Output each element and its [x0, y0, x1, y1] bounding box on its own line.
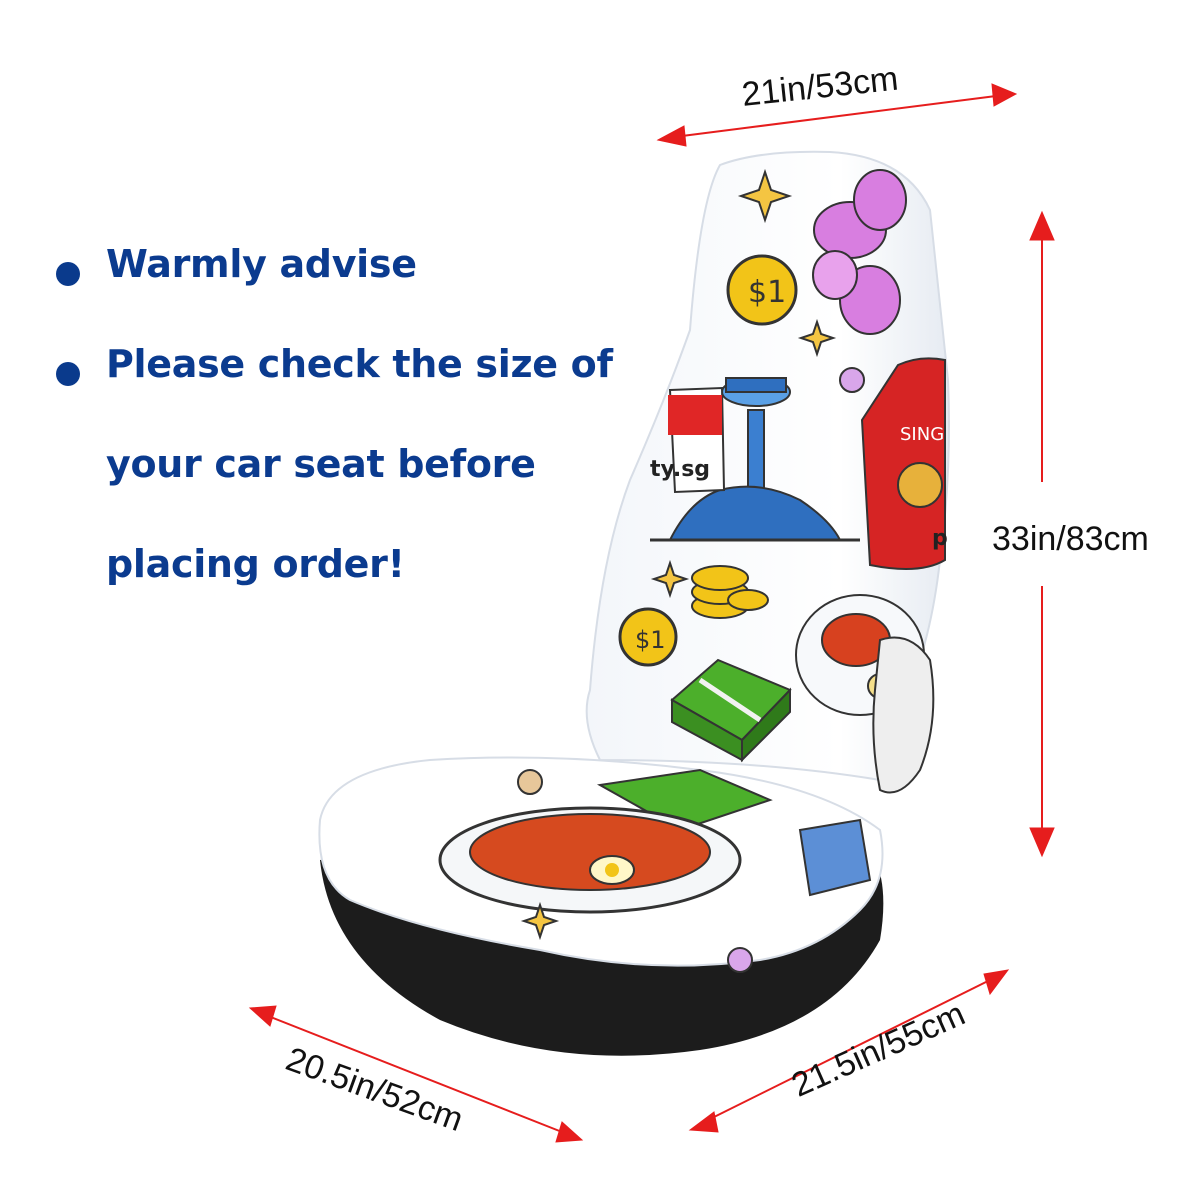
- advice-row: Warmly advise: [52, 238, 612, 338]
- red-tag-icon: ty.sg: [650, 386, 726, 494]
- dimension-arrow-right: [1029, 210, 1055, 858]
- advice-line: your car seat before: [106, 442, 536, 486]
- orchid-flower-icon: [812, 169, 907, 335]
- tag-text: ty.sg: [650, 457, 710, 482]
- sparkle-icon: [520, 901, 560, 941]
- svg-text:SING: SING: [900, 424, 944, 445]
- dimension-arrow-left: [248, 1005, 584, 1143]
- advice-line: Please check the size of: [106, 342, 613, 386]
- advice-line: placing order!: [106, 542, 405, 586]
- sparkle-icon: [737, 168, 793, 224]
- svg-text:$1: $1: [748, 275, 786, 310]
- rice-dumpling-icon: [670, 658, 792, 763]
- merlion-icon: [872, 636, 935, 794]
- building-icon: [798, 818, 872, 897]
- coin-icon: $1: [618, 607, 678, 667]
- advice-row: placing order!: [52, 538, 612, 638]
- control-tower-icon: [650, 377, 860, 542]
- bullet-dot-icon: [56, 362, 80, 386]
- bullet-dot-icon: [56, 262, 80, 286]
- advice-row: Please check the size of: [52, 338, 613, 438]
- advice-panel: Warmly advise Please check the size of y…: [52, 238, 613, 638]
- small-flower-icon: [727, 947, 753, 973]
- advice-heading: Warmly advise: [106, 242, 417, 286]
- svg-text:$1: $1: [635, 626, 666, 654]
- coin-stack-icon: [691, 565, 769, 619]
- advice-row: your car seat before: [52, 438, 612, 538]
- svg-text:p: p: [932, 526, 948, 551]
- dimension-arrow-top: [656, 83, 1018, 147]
- passport-icon: SING p: [860, 357, 948, 570]
- sparkle-icon: [797, 318, 837, 358]
- small-flower-icon: [839, 367, 865, 393]
- coin-icon: $1: [726, 254, 798, 326]
- seat-crab-plate-icon: [438, 806, 742, 914]
- sparkle-icon: [650, 559, 690, 599]
- dimension-arrow-bottom: [688, 969, 1010, 1133]
- small-flower-icon: [517, 769, 543, 795]
- dimension-label-height: 33in/83cm: [992, 520, 1149, 558]
